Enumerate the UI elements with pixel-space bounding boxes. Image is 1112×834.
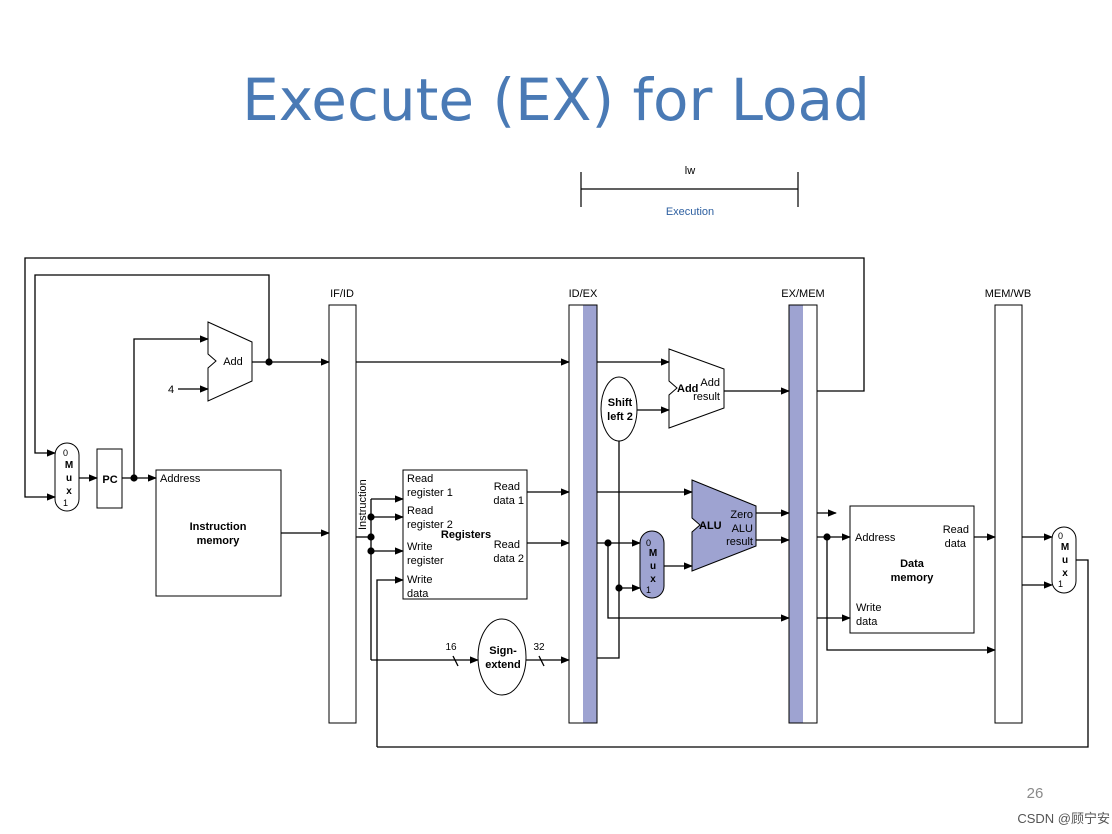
svg-text:Zero: Zero [730, 509, 753, 521]
svg-text:Instruction: Instruction [190, 521, 247, 533]
svg-text:x: x [1062, 568, 1068, 579]
svg-text:data 2: data 2 [493, 553, 524, 565]
svg-text:Shift: Shift [608, 397, 633, 409]
constant-four: 4 [168, 384, 174, 396]
svg-text:ALU: ALU [732, 523, 753, 535]
svg-text:register 2: register 2 [407, 519, 453, 531]
svg-text:x: x [66, 486, 72, 497]
svg-text:u: u [1062, 555, 1068, 566]
svg-text:1: 1 [646, 585, 651, 595]
svg-text:Write: Write [407, 574, 432, 586]
pc-adder: Add [207, 321, 253, 402]
svg-text:1: 1 [1058, 579, 1063, 589]
svg-text:1: 1 [63, 498, 68, 508]
svg-text:0: 0 [1058, 531, 1063, 541]
svg-text:memory: memory [891, 572, 935, 584]
shift-left-2: Shift left 2 [600, 376, 638, 442]
pc-register: PC [96, 448, 123, 509]
svg-text:Add: Add [700, 377, 720, 389]
svg-text:data: data [856, 616, 878, 628]
svg-text:register 1: register 1 [407, 487, 453, 499]
instruction-bus-label: Instruction [357, 479, 369, 530]
slide-title: Execute (EX) for Load [242, 66, 870, 134]
if-id-label: IF/ID [330, 288, 354, 300]
mem-wb-label: MEM/WB [985, 288, 1031, 300]
register-file: Read register 1 Read register 2 Write re… [402, 469, 528, 600]
svg-text:data: data [407, 588, 429, 600]
sign-extend-input-width: 16 [445, 642, 457, 653]
stage-timeline: lw Execution [580, 165, 799, 218]
alu: ALU Zero ALU result [691, 479, 757, 572]
pipeline-register-id-ex: ID/EX [568, 288, 598, 724]
svg-text:Read: Read [943, 524, 969, 536]
sign-extend-output-width: 32 [533, 642, 545, 653]
ex-mem-label: EX/MEM [781, 288, 824, 300]
alu-source-mux: 0 M u x 1 [639, 530, 665, 599]
id-ex-label: ID/EX [569, 288, 598, 300]
svg-text:result: result [693, 391, 720, 403]
datapath-wires [24, 257, 1089, 748]
svg-text:Write: Write [856, 602, 881, 614]
svg-text:left 2: left 2 [607, 411, 633, 423]
pipeline-register-if-id: IF/ID [328, 288, 357, 724]
svg-text:Read: Read [407, 505, 433, 517]
watermark: CSDN @顾宁安 [1017, 811, 1110, 826]
svg-text:Add: Add [677, 383, 698, 395]
timeline-stage: Execution [666, 206, 714, 218]
svg-text:data: data [945, 538, 967, 550]
svg-text:Address: Address [160, 473, 201, 485]
write-back-mux: 0 M u x 1 [1051, 526, 1077, 594]
page-number: 26 [1026, 785, 1044, 802]
svg-text:result: result [726, 536, 753, 548]
svg-text:extend: extend [485, 659, 520, 671]
branch-adder: Add Add result [668, 348, 725, 429]
wire-junctions [130, 358, 831, 592]
svg-text:0: 0 [646, 538, 651, 548]
pipeline-register-ex-mem: EX/MEM [781, 288, 825, 724]
timeline-instruction: lw [685, 165, 695, 177]
svg-text:Address: Address [855, 532, 896, 544]
pc-mux: 0 M u x 1 [54, 442, 80, 512]
pc-adder-label: Add [223, 356, 243, 368]
svg-text:data 1: data 1 [493, 495, 524, 507]
svg-text:Registers: Registers [441, 529, 491, 541]
instruction-memory: Address Instruction memory [155, 469, 282, 597]
svg-text:u: u [650, 561, 656, 572]
svg-text:register: register [407, 555, 444, 567]
pc-label: PC [102, 474, 117, 486]
svg-text:u: u [66, 473, 72, 484]
sign-extend: Sign- extend [477, 618, 527, 696]
svg-text:Read: Read [494, 539, 520, 551]
svg-text:memory: memory [197, 535, 241, 547]
data-memory: Address Read data Data memory Write data [849, 505, 975, 634]
svg-text:0: 0 [63, 448, 68, 458]
svg-text:Write: Write [407, 541, 432, 553]
svg-text:Read: Read [407, 473, 433, 485]
pipeline-register-mem-wb: MEM/WB [985, 288, 1031, 724]
svg-text:M: M [649, 548, 657, 559]
svg-text:Sign-: Sign- [489, 645, 517, 657]
svg-text:Read: Read [494, 481, 520, 493]
svg-text:Data: Data [900, 558, 925, 570]
svg-text:M: M [65, 460, 73, 471]
svg-text:ALU: ALU [699, 520, 722, 532]
svg-text:M: M [1061, 542, 1069, 553]
svg-text:x: x [650, 574, 656, 585]
